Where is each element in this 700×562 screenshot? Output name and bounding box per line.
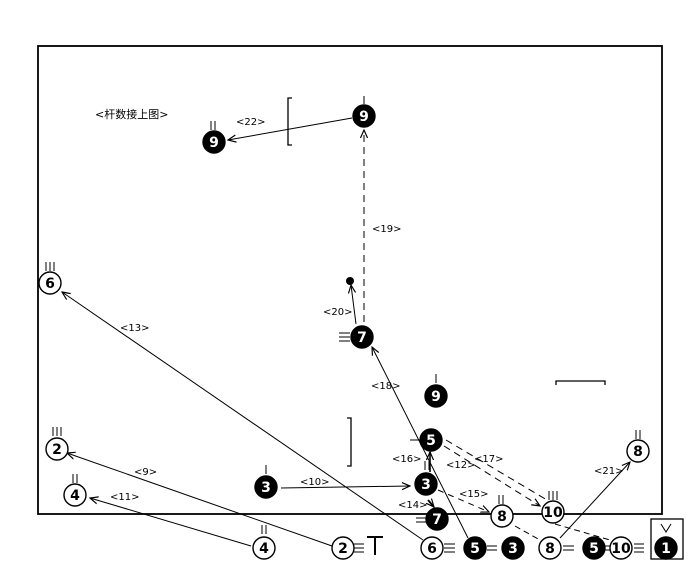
terminal-dot <box>346 277 354 285</box>
node-number: 10 <box>611 541 631 557</box>
edge-12 <box>443 445 540 506</box>
bracket-mark <box>347 417 352 467</box>
node-number: 2 <box>52 442 62 458</box>
node-number: 6 <box>427 541 437 557</box>
edge-9 <box>67 453 333 547</box>
node-circle <box>538 536 562 560</box>
edge-labels: <22> <19> <20> <13> <18> <9> <11> <10> <… <box>110 117 623 511</box>
edge-label: <15> <box>459 489 488 500</box>
node-number: 7 <box>357 330 367 346</box>
edge-label: <22> <box>236 117 265 128</box>
edge-22 <box>228 117 353 140</box>
node-circle <box>63 483 87 507</box>
node-number: 6 <box>45 276 55 292</box>
node-number: 8 <box>545 541 555 557</box>
node-number: 3 <box>261 480 271 496</box>
node-number: 4 <box>70 488 80 504</box>
node-number: 4 <box>259 541 269 557</box>
edge-label: <11> <box>110 492 139 503</box>
node-circle <box>350 325 374 349</box>
edge-15 <box>437 489 489 512</box>
edge-13 <box>62 292 424 541</box>
node-marks <box>45 96 684 560</box>
edge-label: <21> <box>594 466 623 477</box>
node-circle <box>45 437 69 461</box>
edge-label: <20> <box>323 307 352 318</box>
node-circle <box>252 536 276 560</box>
node-number: 9 <box>359 109 369 125</box>
edge-label: <10> <box>300 477 329 488</box>
edge-11 <box>90 498 252 547</box>
edge-connector <box>554 523 611 541</box>
node-circle <box>425 507 449 531</box>
node-number: 2 <box>338 541 348 557</box>
node-number: 1 <box>661 541 671 557</box>
bracket-mark <box>287 97 292 146</box>
node-circle <box>38 271 62 295</box>
node-circle <box>490 504 514 528</box>
edge-17 <box>445 439 548 501</box>
edge-label: <9> <box>134 467 157 478</box>
node-circle <box>352 104 376 128</box>
node-number: 9 <box>431 389 441 405</box>
node-circle <box>414 472 438 496</box>
node-circle <box>609 536 633 560</box>
node-circle <box>582 536 606 560</box>
node-number: 9 <box>209 135 219 151</box>
node-circle <box>654 536 678 560</box>
node-circle <box>331 536 355 560</box>
edge-label: <16> <box>392 454 421 465</box>
node-circle <box>501 536 525 560</box>
diagram-caption: <杆数接上图> <box>95 107 168 121</box>
diagram-border <box>37 45 663 515</box>
node-number: 3 <box>421 477 431 493</box>
edge-label: <19> <box>372 224 401 235</box>
node-circle <box>254 475 278 499</box>
node-number: 8 <box>497 509 507 525</box>
node-number: 7 <box>432 512 442 528</box>
node-circle <box>202 130 226 154</box>
edge-21 <box>559 462 630 539</box>
node-number: 5 <box>589 541 599 557</box>
edge-label: <13> <box>120 323 149 334</box>
edge-label: <14> <box>398 500 427 511</box>
node-number: 10 <box>543 505 563 521</box>
node-circle <box>463 536 487 560</box>
edge-label: <18> <box>371 381 400 392</box>
node-number: 5 <box>470 541 480 557</box>
node-circle <box>626 439 650 463</box>
nodes: 9 9 9 6 6 7 7 2 2 4 4 3 3 3 5 5 5 8 8 8 10 10 1 <box>38 104 678 560</box>
edge-20 <box>351 285 357 325</box>
edge-connector <box>514 525 541 541</box>
node-number: 3 <box>508 541 518 557</box>
bracket-mark <box>555 380 606 385</box>
edge-label: <12> <box>446 460 475 471</box>
node-circle <box>424 384 448 408</box>
node-circle <box>419 428 443 452</box>
edge-label: <17> <box>474 454 503 465</box>
node-number: 5 <box>426 433 436 449</box>
node-number: 8 <box>633 444 643 460</box>
node-circle <box>420 536 444 560</box>
edge-10 <box>280 486 410 488</box>
edge-14 <box>428 500 434 507</box>
node-circle <box>541 500 565 524</box>
